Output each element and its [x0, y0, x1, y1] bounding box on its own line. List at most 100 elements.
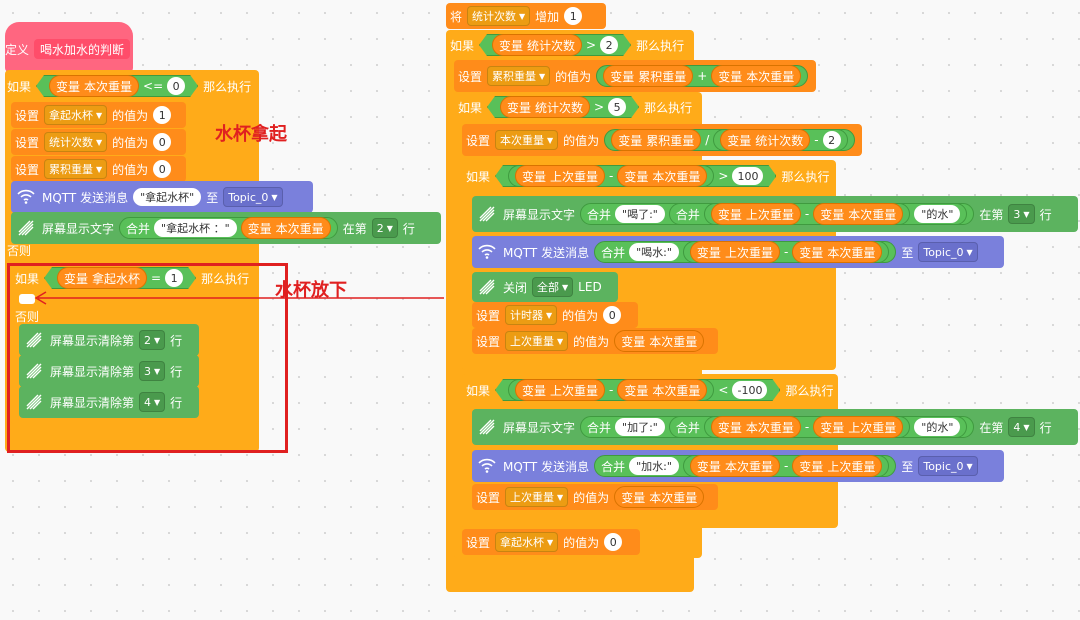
number-input[interactable]: 1	[165, 269, 183, 287]
minus-reporter[interactable]: 变量上次重量 - 变量本次重量	[508, 165, 714, 187]
number-input[interactable]: 1	[564, 7, 583, 25]
minus-reporter[interactable]: 变量统计次数 - 2	[713, 129, 848, 151]
join-reporter[interactable]: 合并 "喝了:" 合并 变量上次重量 - 变量本次重量 "的水"	[580, 203, 975, 225]
row-dropdown[interactable]: 4▼	[139, 392, 166, 412]
number-input[interactable]: 1	[153, 106, 172, 124]
mqtt-send-add[interactable]: MQTT 发送消息 合并 "加水:" 变量本次重量 - 变量上次重量 至 Top…	[472, 450, 1004, 482]
condition-gt[interactable]: 变量统计次数 > 2	[479, 34, 631, 56]
screen-clear-block-4[interactable]: 屏幕显示清除第 4▼ 行	[19, 386, 199, 418]
var-reporter[interactable]: 变量上次重量	[689, 241, 780, 263]
set-block-timer[interactable]: 设置 计时器▼ 的值为 0	[472, 302, 638, 328]
condition-le[interactable]: 变量本次重量 <= 0	[36, 75, 198, 97]
var-reporter[interactable]: 变量累积重量	[603, 65, 694, 87]
number-input[interactable]: -100	[732, 381, 767, 399]
join-reporter[interactable]: 合并 "加了:" 合并 变量本次重量 - 变量上次重量 "的水"	[580, 416, 975, 438]
var-reporter[interactable]: 变量统计次数	[492, 34, 582, 56]
var-reporter[interactable]: 变量本次重量	[711, 65, 802, 87]
var-reporter[interactable]: 变量累积重量	[611, 129, 702, 151]
string-input[interactable]: "的水"	[914, 418, 961, 436]
var-reporter[interactable]: 变量本次重量	[240, 217, 331, 239]
var-dropdown[interactable]: 上次重量▼	[505, 487, 569, 507]
var-reporter[interactable]: 变量本次重量	[710, 416, 801, 438]
row-dropdown[interactable]: 3▼	[1008, 204, 1035, 224]
join-reporter-inner[interactable]: 合并 变量本次重量 - 变量上次重量 "的水"	[668, 416, 968, 438]
join-reporter-inner[interactable]: 合并 变量上次重量 - 变量本次重量 "的水"	[668, 203, 968, 225]
join-reporter[interactable]: 合并 "喝水:" 变量上次重量 - 变量本次重量	[594, 241, 897, 263]
var-reporter[interactable]: 变量统计次数	[500, 96, 590, 118]
var-reporter[interactable]: 变量本次重量	[614, 486, 705, 508]
string-input[interactable]: "加了:"	[615, 418, 665, 436]
condition-gt[interactable]: 变量上次重量 - 变量本次重量 > 100	[495, 165, 776, 187]
led-close-block[interactable]: 关闭 全部▼ LED	[472, 272, 618, 302]
var-reporter[interactable]: 变量上次重量	[792, 455, 883, 477]
screen-clear-block-2[interactable]: 屏幕显示清除第 2▼ 行	[19, 324, 199, 356]
number-input[interactable]: 5	[608, 98, 626, 116]
set-block-sczl-2[interactable]: 设置 上次重量▼ 的值为 变量本次重量	[472, 484, 718, 510]
minus-reporter[interactable]: 变量上次重量 - 变量本次重量	[682, 241, 890, 263]
number-input[interactable]: 0	[153, 133, 172, 151]
join-reporter[interactable]: 合并 "拿起水杯 ：" 变量本次重量	[119, 217, 338, 239]
var-reporter[interactable]: 变量本次重量	[617, 165, 707, 187]
topic-dropdown[interactable]: Topic_0▼	[918, 242, 978, 262]
var-dropdown[interactable]: 拿起水杯▼	[44, 105, 108, 125]
join-reporter[interactable]: 合并 "加水:" 变量本次重量 - 变量上次重量	[594, 455, 897, 477]
set-block-nqsb-reset[interactable]: 设置 拿起水杯▼ 的值为 0	[462, 529, 640, 555]
empty-slot[interactable]	[19, 294, 35, 304]
number-input[interactable]: 0	[167, 77, 185, 95]
string-input[interactable]: "喝了:"	[615, 205, 665, 223]
var-reporter[interactable]: 变量上次重量	[710, 203, 801, 225]
set-block-bczl-avg[interactable]: 设置 本次重量▼ 的值为 变量累积重量 / 变量统计次数 - 2	[462, 124, 862, 156]
number-input[interactable]: 2	[822, 131, 841, 149]
divide-reporter[interactable]: 变量累积重量 / 变量统计次数 - 2	[604, 129, 855, 151]
number-input[interactable]: 0	[603, 306, 622, 324]
minus-reporter[interactable]: 变量本次重量 - 变量上次重量	[682, 455, 890, 477]
define-block[interactable]: 定义 喝水加水的判断	[5, 22, 133, 72]
set-block-sczl-1[interactable]: 设置 上次重量▼ 的值为 变量本次重量	[472, 328, 718, 354]
var-reporter[interactable]: 变量本次重量	[614, 330, 705, 352]
var-reporter[interactable]: 变量上次重量	[813, 416, 904, 438]
minus-reporter[interactable]: 变量上次重量 - 变量本次重量	[508, 379, 714, 401]
string-input[interactable]: "加水:"	[629, 457, 679, 475]
condition-lt[interactable]: 变量上次重量 - 变量本次重量 < -100	[495, 379, 780, 401]
var-dropdown[interactable]: 上次重量▼	[505, 331, 569, 351]
var-reporter[interactable]: 变量本次重量	[813, 203, 904, 225]
var-dropdown[interactable]: 统计次数▼	[467, 6, 531, 26]
change-block[interactable]: 将 统计次数▼ 增加 1	[446, 3, 606, 29]
screen-show-block[interactable]: 屏幕显示文字 合并 "拿起水杯 ：" 变量本次重量 在第 2▼ 行	[11, 212, 441, 244]
set-block-tjcs[interactable]: 设置 统计次数▼ 的值为 0	[11, 129, 186, 155]
var-reporter[interactable]: 变量上次重量	[515, 379, 605, 401]
condition-gt[interactable]: 变量统计次数 > 5	[487, 96, 639, 118]
row-dropdown[interactable]: 3▼	[139, 361, 166, 381]
string-input[interactable]: "喝水:"	[629, 243, 679, 261]
string-input[interactable]: "拿起水杯 ："	[154, 219, 237, 237]
number-input[interactable]: 0	[604, 533, 623, 551]
plus-reporter[interactable]: 变量累积重量 + 变量本次重量	[596, 65, 809, 87]
number-input[interactable]: 2	[600, 36, 618, 54]
string-input[interactable]: "的水"	[914, 205, 961, 223]
row-dropdown[interactable]: 4▼	[1008, 417, 1035, 437]
screen-show-drank[interactable]: 屏幕显示文字 合并 "喝了:" 合并 变量上次重量 - 变量本次重量 "的水" …	[472, 196, 1078, 232]
var-reporter[interactable]: 变量本次重量	[689, 455, 780, 477]
string-input[interactable]: "拿起水杯"	[133, 188, 202, 206]
row-dropdown[interactable]: 2▼	[371, 218, 398, 238]
var-reporter[interactable]: 变量统计次数	[720, 129, 811, 151]
row-dropdown[interactable]: 2▼	[139, 330, 166, 350]
topic-dropdown[interactable]: Topic_0▼	[223, 187, 283, 207]
set-block-ljzl[interactable]: 设置 累积重量▼ 的值为 0	[11, 156, 186, 182]
set-block-ljzl-sum[interactable]: 设置 累积重量▼ 的值为 变量累积重量 + 变量本次重量	[454, 60, 816, 92]
var-reporter[interactable]: 变量拿起水杯	[57, 267, 147, 289]
var-reporter[interactable]: 变量本次重量	[792, 241, 883, 263]
number-input[interactable]: 100	[732, 167, 763, 185]
screen-clear-block-3[interactable]: 屏幕显示清除第 3▼ 行	[19, 355, 199, 387]
var-dropdown[interactable]: 统计次数▼	[44, 132, 108, 152]
condition-eq[interactable]: 变量拿起水杯 = 1	[44, 267, 196, 289]
var-reporter[interactable]: 变量本次重量	[49, 75, 139, 97]
minus-reporter[interactable]: 变量上次重量 - 变量本次重量	[703, 203, 911, 225]
minus-reporter[interactable]: 变量本次重量 - 变量上次重量	[703, 416, 911, 438]
mqtt-send-block[interactable]: MQTT 发送消息 "拿起水杯" 至 Topic_0▼	[11, 181, 313, 213]
var-dropdown[interactable]: 累积重量▼	[487, 66, 551, 86]
var-dropdown[interactable]: 拿起水杯▼	[495, 532, 559, 552]
var-reporter[interactable]: 变量本次重量	[617, 379, 707, 401]
number-input[interactable]: 0	[153, 160, 172, 178]
mqtt-send-drink[interactable]: MQTT 发送消息 合并 "喝水:" 变量上次重量 - 变量本次重量 至 Top…	[472, 236, 1004, 268]
